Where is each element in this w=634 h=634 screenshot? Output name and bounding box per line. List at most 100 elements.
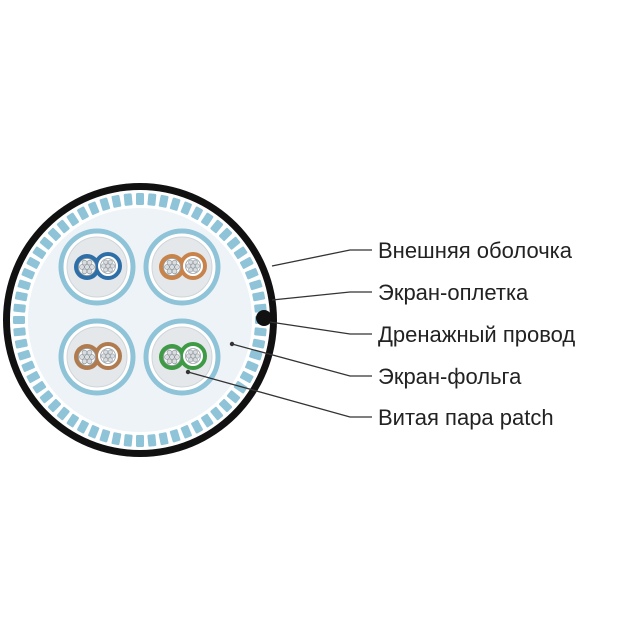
conductor-strand bbox=[84, 354, 90, 360]
braid-strand bbox=[123, 193, 133, 206]
braid-strand bbox=[239, 371, 254, 383]
braid-strand bbox=[26, 257, 41, 269]
conductor-strand bbox=[107, 259, 113, 265]
conductor-strand bbox=[101, 353, 106, 359]
braid-strand bbox=[66, 212, 79, 227]
conductor-strand bbox=[107, 357, 113, 363]
conductor-strand bbox=[81, 259, 88, 266]
braid-strand bbox=[99, 429, 111, 443]
conductor-strand bbox=[86, 268, 93, 275]
conductor-strand bbox=[171, 259, 178, 266]
twisted-pair-green bbox=[143, 318, 221, 396]
braid-strand bbox=[252, 338, 266, 349]
foil-shield bbox=[143, 228, 221, 306]
conductor-strand bbox=[81, 349, 88, 356]
braid-strand bbox=[147, 434, 157, 447]
leader-outer-jacket bbox=[271, 249, 372, 267]
conductor-strand bbox=[171, 358, 178, 365]
braid-strand bbox=[180, 425, 192, 439]
braid-strand bbox=[56, 219, 70, 234]
braid-strand bbox=[32, 381, 47, 394]
conductor-strand bbox=[164, 354, 170, 360]
conductor-strand bbox=[101, 263, 106, 269]
conductor-strand bbox=[105, 353, 111, 359]
label-twisted-pair: Витая пара patch bbox=[378, 405, 554, 430]
braid-strand bbox=[249, 349, 263, 361]
braid-strand bbox=[239, 257, 254, 269]
braid-strand bbox=[226, 390, 241, 404]
conductor-strand bbox=[107, 267, 113, 273]
braid-strand bbox=[88, 201, 100, 215]
braid-strand bbox=[66, 413, 79, 428]
conductor-strand bbox=[195, 263, 200, 269]
braid-strand bbox=[245, 360, 259, 372]
braid-strand bbox=[210, 219, 224, 234]
twisted-pairs bbox=[58, 228, 221, 396]
conductor-strand bbox=[84, 264, 90, 270]
twisted-pair-blue bbox=[58, 228, 136, 306]
conductor-strand bbox=[79, 264, 85, 270]
braid-strand bbox=[47, 227, 62, 242]
braid-strand bbox=[254, 327, 267, 337]
conductor-strand bbox=[86, 259, 93, 266]
label-drain-wire: Дренажный провод bbox=[378, 322, 575, 347]
braid-strand bbox=[147, 193, 157, 206]
conductor-strand bbox=[79, 354, 85, 360]
conductor-strand bbox=[81, 358, 88, 365]
braid-strand bbox=[47, 398, 62, 413]
braid-strand bbox=[56, 406, 70, 421]
braid-strand bbox=[111, 194, 122, 208]
leader-twisted-pair bbox=[187, 371, 372, 418]
braid-strand bbox=[136, 193, 144, 205]
conductor-strand bbox=[86, 358, 93, 365]
conductor-strand bbox=[164, 264, 170, 270]
braid-strand bbox=[17, 279, 31, 291]
braid-strand bbox=[180, 201, 192, 215]
conductor-strand bbox=[107, 349, 113, 355]
drain-wire bbox=[256, 310, 272, 326]
braid-strand bbox=[123, 434, 133, 447]
braid-strand bbox=[191, 419, 203, 434]
braid-strand bbox=[158, 432, 169, 446]
conductor-strand bbox=[186, 353, 191, 359]
braid-strand bbox=[191, 206, 203, 221]
conductor-strand bbox=[188, 259, 194, 265]
braid-strand bbox=[136, 435, 144, 447]
twisted-pair-brown bbox=[58, 318, 136, 396]
leader-foil-shield bbox=[231, 343, 372, 377]
conductor-strand bbox=[81, 268, 88, 275]
conductor-strand bbox=[192, 259, 198, 265]
twisted-pair-orange bbox=[143, 228, 221, 306]
conductor-strand bbox=[186, 263, 191, 269]
braid-strand bbox=[13, 303, 26, 313]
conductor-strand bbox=[166, 349, 173, 356]
conductor-strand bbox=[110, 263, 115, 269]
braid-strand bbox=[218, 398, 233, 413]
conductor-strand bbox=[192, 267, 198, 273]
conductor-strand bbox=[166, 259, 173, 266]
braid-strand bbox=[169, 429, 181, 443]
conductor-strand bbox=[188, 267, 194, 273]
braid-strand bbox=[39, 236, 54, 250]
conductor-strand bbox=[188, 357, 194, 363]
braid-strand bbox=[210, 406, 224, 421]
braid-strand bbox=[39, 390, 54, 404]
conductor-strand bbox=[166, 358, 173, 365]
conductor-strand bbox=[110, 353, 115, 359]
conductor-strand bbox=[89, 264, 95, 270]
conductor-strand bbox=[86, 349, 93, 356]
conductor-strand bbox=[195, 353, 200, 359]
leader-dot-pair bbox=[185, 369, 191, 375]
conductor-strand bbox=[89, 354, 95, 360]
braid-strand bbox=[218, 227, 233, 242]
braid-strand bbox=[201, 413, 214, 428]
foil-shield bbox=[143, 318, 221, 396]
conductor-strand bbox=[103, 267, 109, 273]
label-foil-shield: Экран-фольга bbox=[378, 364, 522, 389]
leader-braid-shield bbox=[271, 291, 372, 301]
braid-strand bbox=[77, 419, 89, 434]
braid-strand bbox=[14, 338, 28, 349]
braid-strand bbox=[111, 432, 122, 446]
braid-strand bbox=[17, 349, 31, 361]
